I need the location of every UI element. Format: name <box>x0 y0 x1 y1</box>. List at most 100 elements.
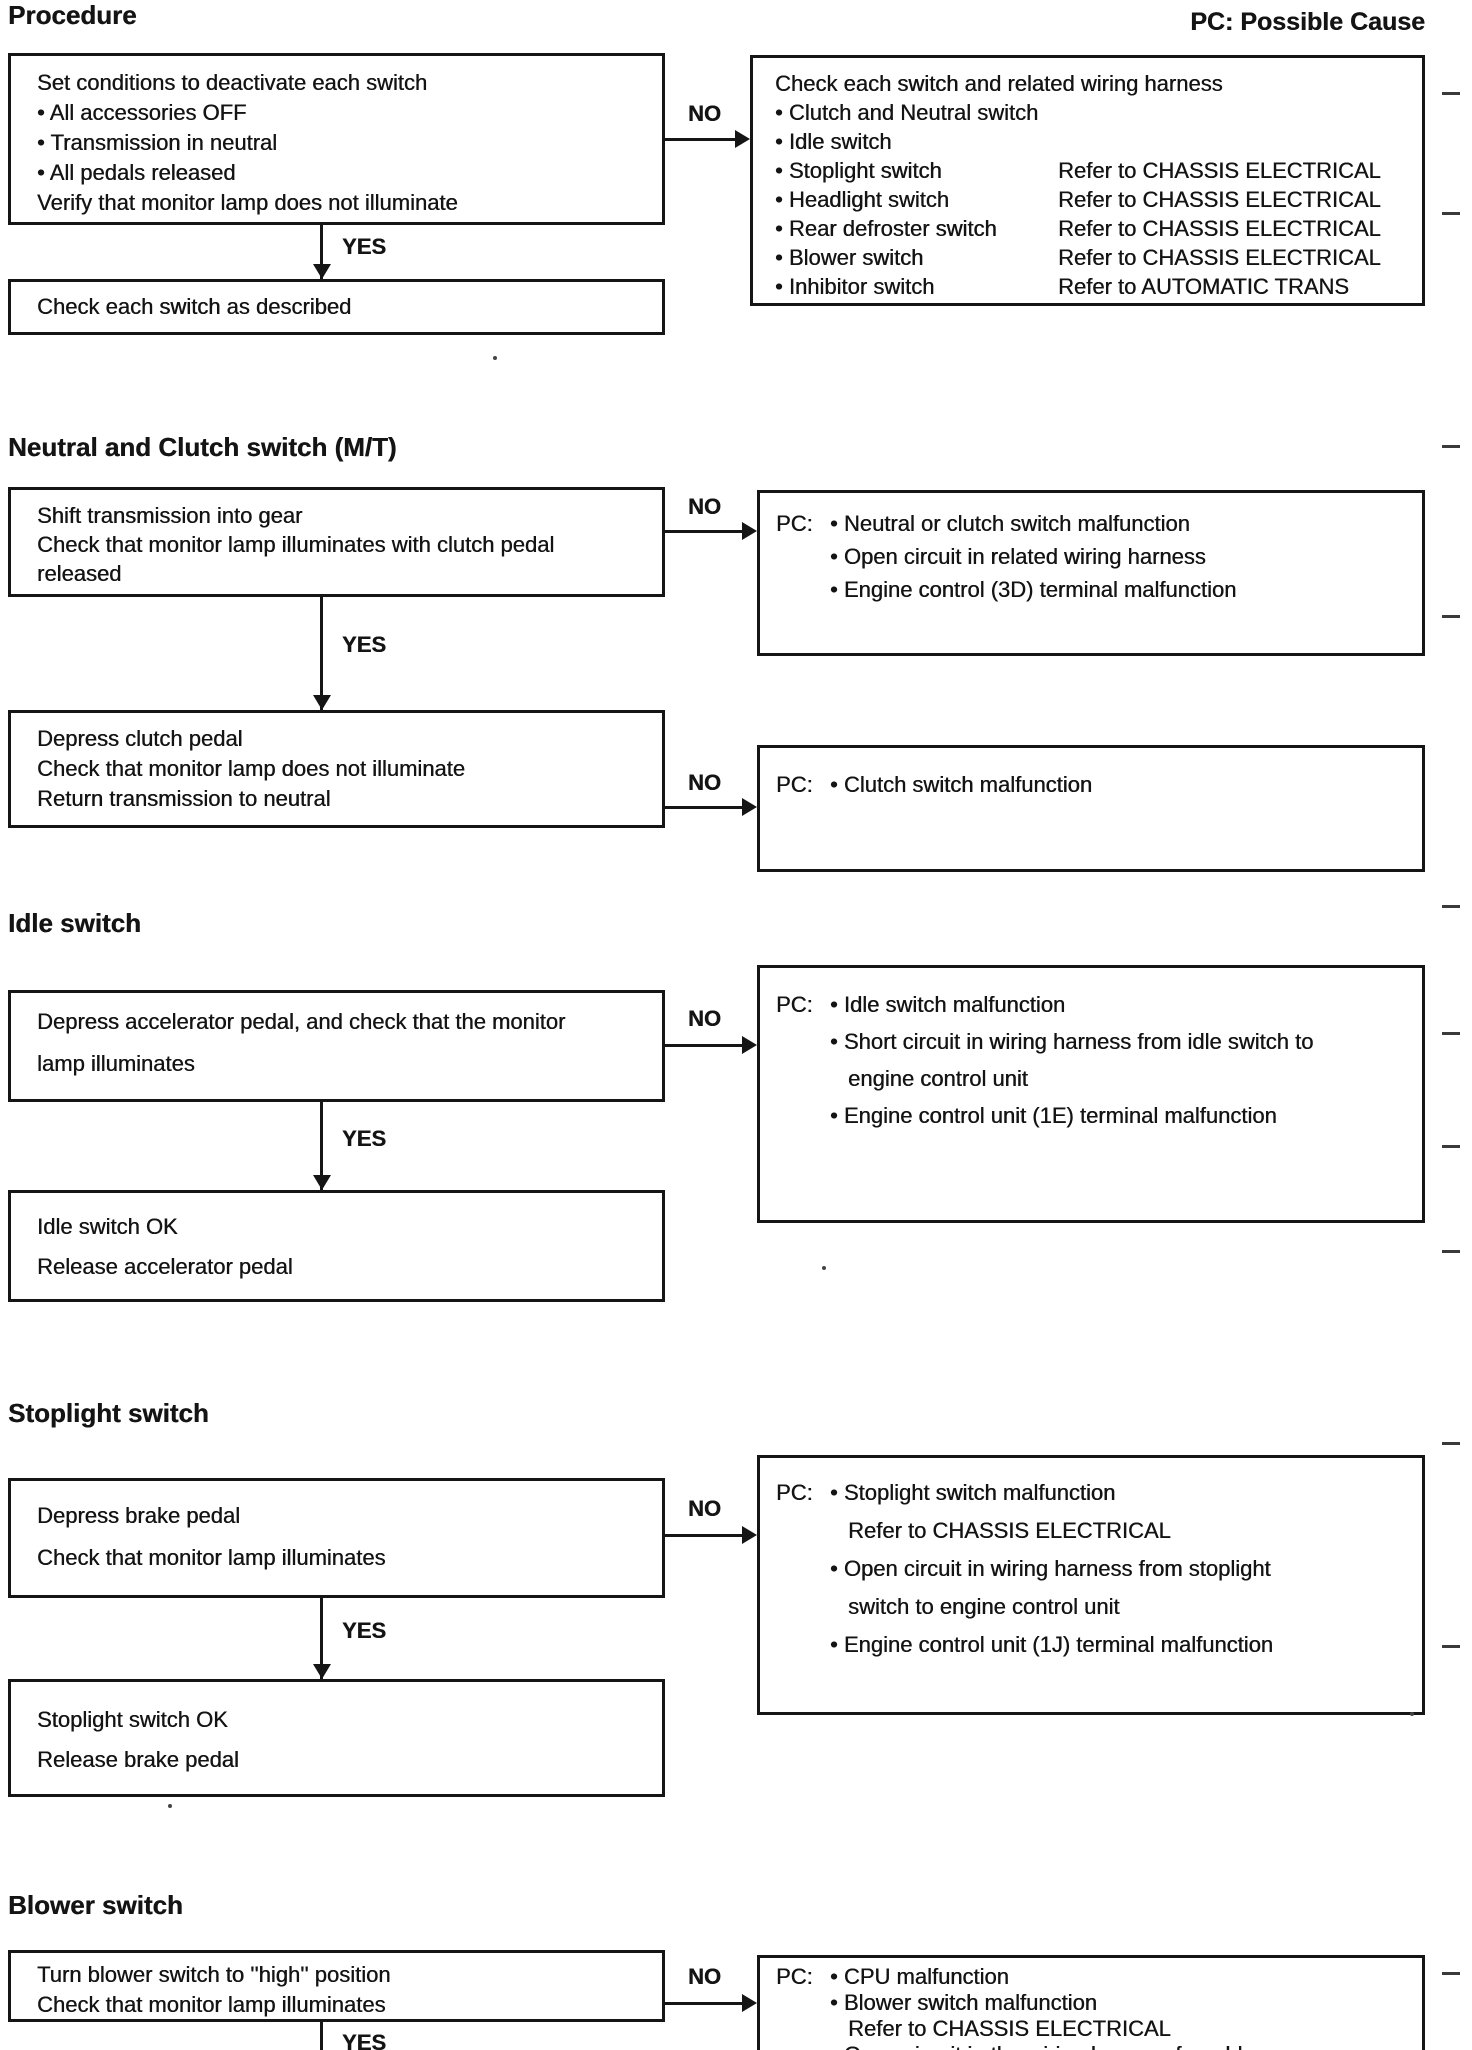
no-label: NO <box>688 1006 721 1031</box>
idle-pc-box: PC: • Idle switch malfunction • Short ci… <box>757 965 1425 1223</box>
stoplight-pc-box: PC: • Stoplight switch malfunction Refer… <box>757 1455 1425 1715</box>
flow-text-line: Release brake pedal <box>37 1747 239 1772</box>
cause-item: • Blower switch Refer to CHASSIS ELECTRIC… <box>753 243 1422 272</box>
pc-cause-line: Refer to CHASSIS ELECTRICAL <box>848 1518 1171 1543</box>
pc-cause-line: • Idle switch malfunction <box>830 992 1066 1017</box>
flow-text-line: Check that monitor lamp illuminates <box>37 1992 386 2017</box>
flow-text-line: Return transmission to neutral <box>37 786 331 811</box>
no-label: NO <box>688 770 721 795</box>
no-label: NO <box>688 101 721 126</box>
clutch-pc-box: PC: • Clutch switch malfunction <box>757 745 1425 872</box>
pc-prefix: PC: <box>776 772 813 797</box>
flow-text-line: Shift transmission into gear <box>37 503 303 528</box>
pc-cause-line: • Short circuit in wiring harness from i… <box>830 1029 1314 1054</box>
pc-prefix: PC: <box>776 1480 813 1505</box>
pc-prefix: PC: <box>776 511 813 536</box>
cause-item: • Rear defroster switch Refer to CHASSIS … <box>753 214 1422 243</box>
flow-text-line: Check that monitor lamp illuminates <box>37 1545 386 1570</box>
arrow-right-icon <box>742 1994 757 2012</box>
margin-tick <box>1442 1250 1460 1253</box>
no-arrow-line <box>665 1044 742 1047</box>
flow-text-line: Check that monitor lamp does not illumin… <box>37 756 465 781</box>
no-label: NO <box>688 1964 721 1989</box>
pc-cause-line: • Clutch switch malfunction <box>830 772 1093 797</box>
yes-label: YES <box>342 632 387 657</box>
cause-item-label: • Stoplight switch <box>775 158 942 183</box>
pc-cause-line: • Open circuit in related wiring harness <box>830 544 1206 569</box>
no-arrow-line <box>665 2002 742 2005</box>
cause-item-ref: Refer to CHASSIS ELECTRICAL <box>1058 216 1381 241</box>
flow-text-line: Check that monitor lamp illuminates with… <box>37 532 555 557</box>
margin-tick <box>1442 1645 1460 1648</box>
section-heading-blower: Blower switch <box>8 1890 183 1920</box>
section-heading-stoplight: Stoplight switch <box>8 1398 209 1428</box>
flow-text-line: Release accelerator pedal <box>37 1254 293 1279</box>
procedure-result-box: Check each switch as described <box>8 279 665 335</box>
pc-cause-line: engine control unit <box>848 1066 1028 1091</box>
pc-cause-line: switch to engine control unit <box>848 1594 1120 1619</box>
pc-cause-line: • Open circuit in the wiring harness fro… <box>830 2042 1422 2050</box>
stoplight-step2-box: Stoplight switch OK Release brake pedal <box>8 1679 665 1797</box>
arrow-right-icon <box>735 130 750 148</box>
pc-legend-label: PC: Possible Cause <box>1190 8 1425 36</box>
yes-arrow-line <box>320 597 323 710</box>
section-heading-neutral-clutch: Neutral and Clutch switch (M/T) <box>8 432 397 462</box>
pc-prefix: PC: <box>776 992 813 1017</box>
margin-tick <box>1442 615 1460 618</box>
scan-speck <box>493 356 497 360</box>
margin-tick <box>1442 92 1460 95</box>
blower-pc-box: PC: • CPU malfunction • Blower switch ma… <box>757 1955 1425 2050</box>
yes-label: YES <box>342 1618 387 1643</box>
margin-tick <box>1442 1442 1460 1445</box>
no-arrow-line <box>665 138 735 141</box>
cause-item-label: • Idle switch <box>775 129 892 154</box>
cause-item-ref: Refer to CHASSIS ELECTRICAL <box>1058 187 1381 212</box>
cause-item-label: • Headlight switch <box>775 187 950 212</box>
scan-speck <box>1410 1712 1414 1716</box>
section-heading-idle: Idle switch <box>8 908 141 938</box>
yes-label: YES <box>342 234 387 259</box>
stoplight-step1-box: Depress brake pedal Check that monitor l… <box>8 1478 665 1598</box>
cause-title: Check each switch and related wiring har… <box>775 71 1223 96</box>
cause-item-label: • Inhibitor switch <box>775 274 935 299</box>
pc-cause-line: • Engine control unit (1J) terminal malf… <box>830 1632 1274 1657</box>
flow-text-line: Idle switch OK <box>37 1214 178 1239</box>
flow-text-line: lamp illuminates <box>37 1051 195 1076</box>
arrow-right-icon <box>742 522 757 540</box>
flow-bullet-line: • All accessories OFF <box>37 100 247 125</box>
procedure-cause-box: Check each switch and related wiring har… <box>750 55 1425 306</box>
cause-item-label: • Blower switch <box>775 245 924 270</box>
cause-item-label: • Rear defroster switch <box>775 216 997 241</box>
neutral-clutch-step2-box: Depress clutch pedal Check that monitor … <box>8 710 665 828</box>
margin-tick <box>1442 1032 1460 1035</box>
cause-item-ref: Refer to CHASSIS ELECTRICAL <box>1058 245 1381 270</box>
yes-arrow-line <box>320 1598 323 1679</box>
cause-item: • Headlight switch Refer to CHASSIS ELECT… <box>753 185 1422 214</box>
idle-step1-box: Depress accelerator pedal, and check tha… <box>8 990 665 1102</box>
flow-text-line: released <box>37 561 122 586</box>
pc-cause-line: • Stoplight switch malfunction <box>830 1480 1116 1505</box>
cause-item: • Inhibitor switch Refer to AUTOMATIC TRA… <box>753 272 1422 301</box>
yes-label: YES <box>342 1126 387 1151</box>
margin-tick <box>1442 1972 1460 1975</box>
yes-arrow-line <box>320 225 323 279</box>
neutral-clutch-pc-box: PC: • Neutral or clutch switch malfuncti… <box>757 490 1425 656</box>
scan-speck <box>168 1804 172 1808</box>
margin-tick <box>1442 905 1460 908</box>
idle-step2-box: Idle switch OK Release accelerator pedal <box>8 1190 665 1302</box>
flow-text-line: Verify that monitor lamp does not illumi… <box>37 190 458 215</box>
cause-item: • Clutch and Neutral switch <box>753 98 1422 127</box>
no-arrow-line <box>665 530 742 533</box>
arrow-down-icon <box>313 1664 331 1679</box>
no-label: NO <box>688 494 721 519</box>
pc-cause-line: • Engine control unit (1E) terminal malf… <box>830 1103 1277 1128</box>
cause-item-label: • Clutch and Neutral switch <box>775 100 1039 125</box>
margin-tick <box>1442 445 1460 448</box>
arrow-down-icon <box>313 264 331 279</box>
cause-item-ref: Refer to AUTOMATIC TRANS <box>1058 274 1349 299</box>
cause-item: • Idle switch <box>753 127 1422 156</box>
yes-label: YES <box>342 2030 387 2050</box>
no-arrow-line <box>665 806 742 809</box>
